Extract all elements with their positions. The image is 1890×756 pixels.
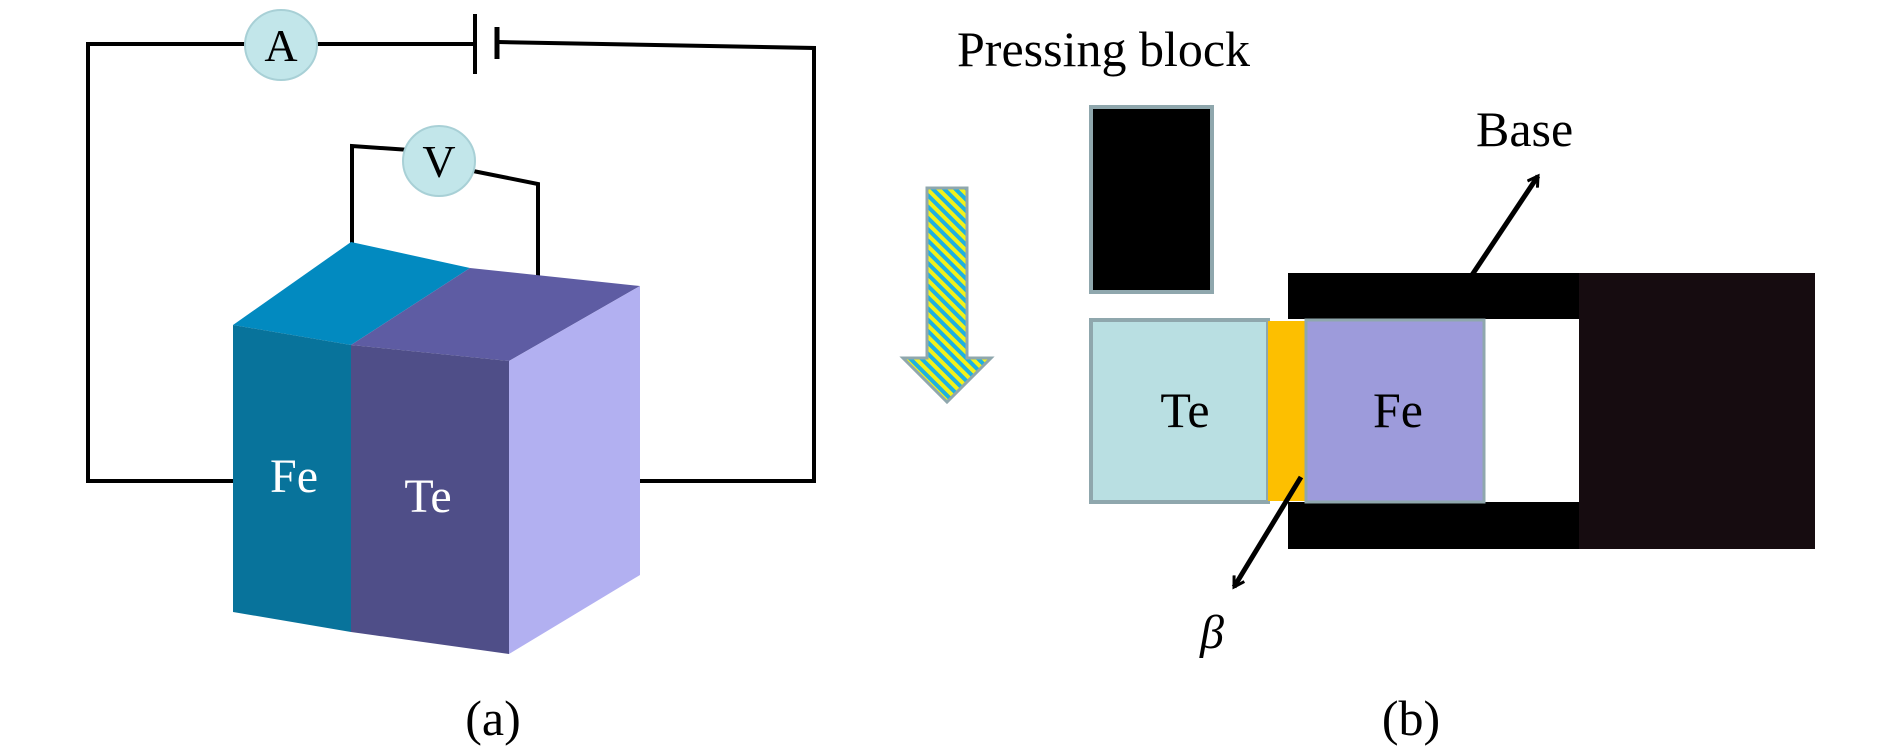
panel-a: A Fe Te V (a)	[86, 9, 816, 746]
ammeter-label: A	[264, 20, 297, 71]
battery-icon	[473, 14, 500, 74]
fe-sample	[1304, 318, 1486, 504]
te-label: Te	[404, 470, 451, 523]
fe-front-face	[233, 325, 351, 632]
te-top-face	[351, 268, 640, 361]
voltmeter-wire-right	[467, 168, 538, 318]
base-top-arm	[1288, 273, 1580, 319]
te-front-face	[351, 345, 509, 654]
panel-b: Pressing block Te Fe Base β (b)	[899, 21, 1815, 746]
sample-cube: Fe Te	[233, 242, 640, 654]
ammeter: A	[244, 9, 318, 81]
base-pointer-arrow	[1465, 176, 1541, 283]
base-bottom-arm	[1288, 502, 1580, 549]
voltmeter-wire-left	[352, 143, 411, 280]
pressing-block-label: Pressing block	[957, 21, 1250, 77]
press-direction-arrow-icon	[899, 186, 995, 405]
pressing-block	[1089, 105, 1214, 294]
fe-label: Fe	[270, 450, 318, 503]
base-back-block	[1579, 273, 1815, 549]
beta-pointer-arrow	[1231, 475, 1304, 587]
cube-side-face	[509, 286, 640, 654]
circuit-wire-right	[497, 40, 816, 483]
fe-sample-label: Fe	[1373, 382, 1423, 438]
fe-top-face	[233, 242, 470, 345]
caption-b: (b)	[1382, 690, 1440, 746]
circuit-wire-left	[86, 42, 246, 483]
beta-interlayer	[1268, 321, 1306, 501]
te-sample	[1089, 318, 1270, 504]
base-label: Base	[1476, 101, 1573, 157]
beta-label: β	[1199, 606, 1224, 659]
te-sample-label: Te	[1160, 382, 1209, 438]
caption-a: (a)	[465, 690, 521, 746]
voltmeter-label: V	[422, 136, 455, 187]
voltmeter: V	[402, 125, 476, 197]
